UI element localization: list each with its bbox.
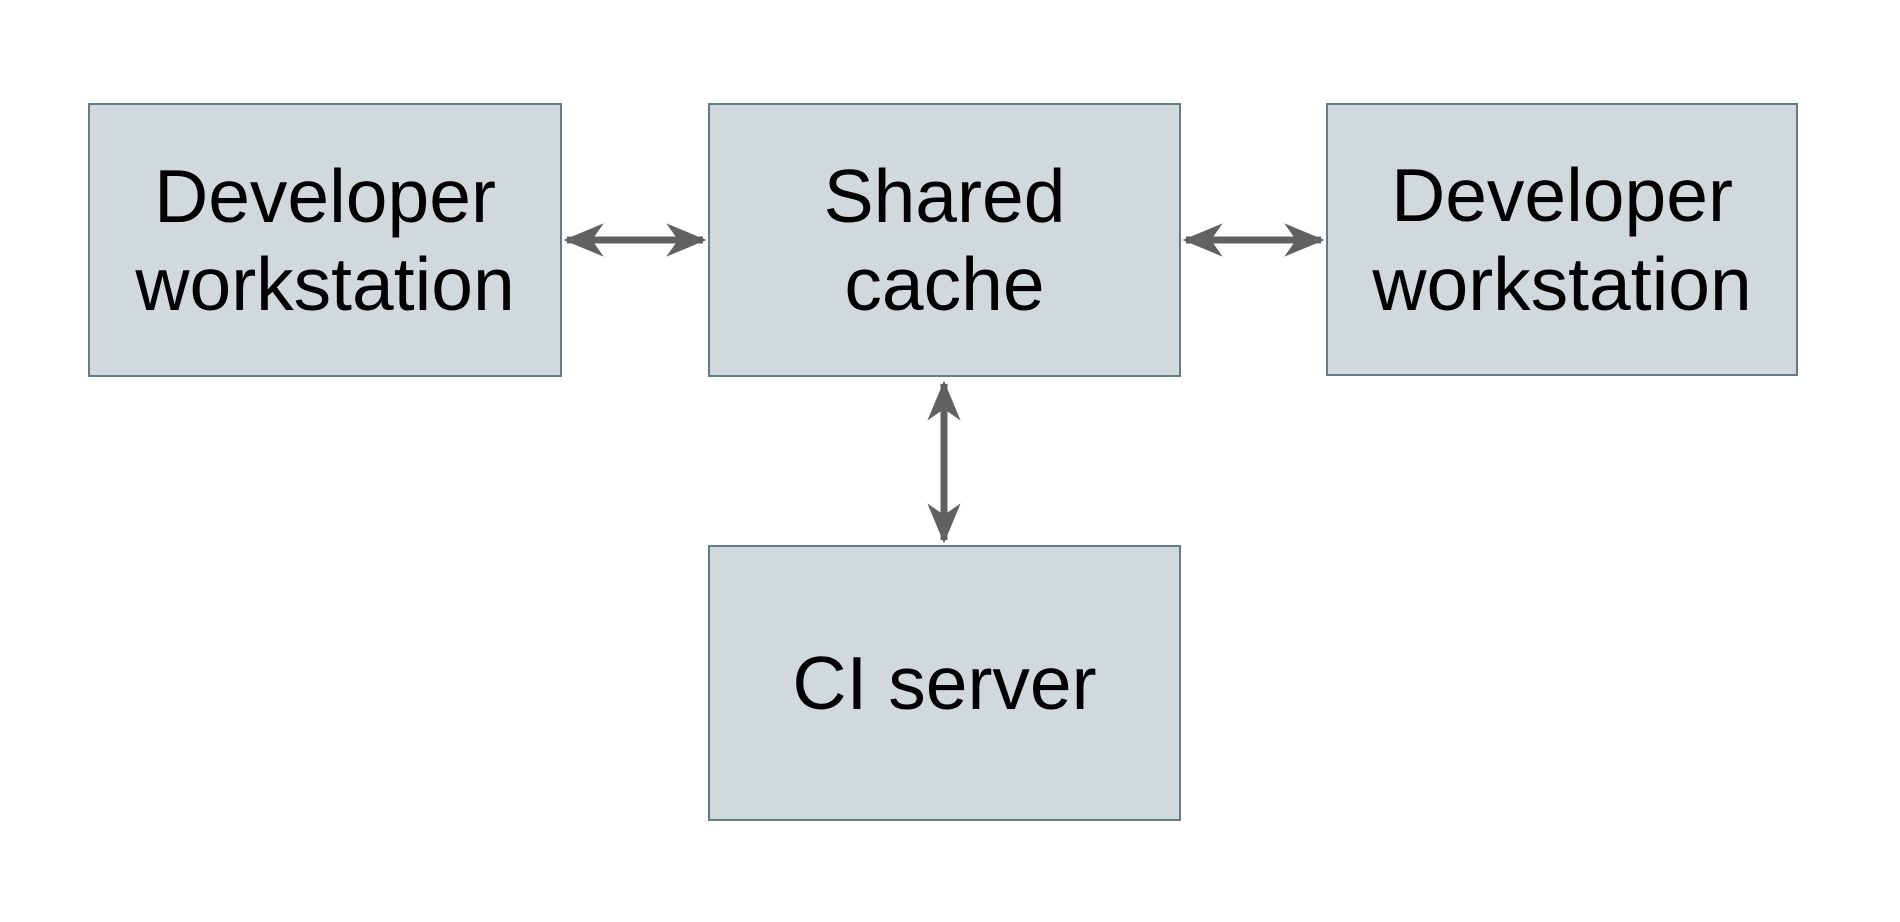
node-developer-workstation-right-label: Developer workstation [1372, 153, 1752, 326]
node-developer-workstation-right: Developer workstation [1326, 103, 1798, 376]
node-ci-server-label: CI server [792, 640, 1097, 725]
node-developer-workstation-left: Developer workstation [88, 103, 562, 377]
node-shared-cache: Shared cache [708, 103, 1181, 377]
node-shared-cache-label: Shared cache [823, 153, 1066, 327]
node-developer-workstation-left-label: Developer workstation [135, 153, 515, 327]
node-ci-server: CI server [708, 545, 1181, 821]
